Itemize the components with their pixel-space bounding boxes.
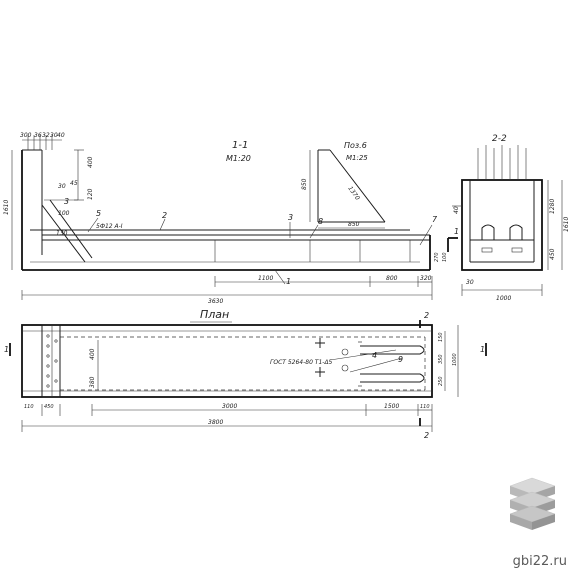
plan-dim-450: 450 [44, 404, 54, 410]
plan-pos-9: 9 [398, 355, 403, 364]
plan-view [9, 320, 487, 432]
dim-30-small: 30 [58, 183, 66, 190]
plan-dim-110-right: 110 [420, 404, 430, 410]
weld-note: 5Ф12 А-I [96, 223, 123, 230]
dim-30: 30 [50, 132, 58, 139]
section-mark-1-top: 1 [454, 227, 459, 236]
dim-120: 120 [87, 188, 94, 200]
dim-300: 300 [20, 132, 32, 139]
dim-1000-s2: 1000 [496, 295, 511, 302]
dim-850-horiz: 850 [348, 221, 360, 228]
dim-450-s2: 450 [549, 248, 556, 260]
pos-3-left: 3 [64, 197, 69, 206]
dim-3630: 3630 [208, 298, 223, 305]
dim-1100: 1100 [258, 275, 273, 282]
plan-section-mark-2-bottom: 2 [424, 431, 429, 440]
pos-5: 5 [96, 209, 101, 218]
plan-dim-110-left: 110 [24, 404, 34, 410]
dim-40: 40 [57, 132, 65, 139]
dim-130: 130 [56, 230, 68, 237]
plan-dim-350: 350 [438, 354, 444, 364]
dim-1610: 1610 [3, 200, 10, 215]
plan-section-mark-1-left: 1 [4, 345, 9, 354]
plan-dim-1000: 1000 [452, 353, 458, 366]
pos-6-title: Поз.6 [344, 141, 367, 150]
dim-45: 45 [70, 180, 78, 187]
plan-section-mark-2-top: 2 [424, 311, 429, 320]
plan-dim-400: 400 [89, 348, 96, 360]
section-1-1-scale: М1:20 [226, 154, 251, 163]
dim-40-s2: 40 [453, 206, 460, 214]
section-2-2-view [452, 145, 563, 296]
dim-800: 800 [386, 275, 398, 282]
pos-1: 1 [286, 277, 291, 286]
section-2-2-title: 2-2 [492, 134, 507, 144]
dim-100-right: 100 [442, 252, 448, 262]
dim-100: 100 [58, 210, 70, 217]
plan-dim-3000: 3000 [222, 403, 237, 410]
section-1-1-title: 1-1 [232, 140, 248, 151]
section-1-1-view [11, 135, 433, 300]
plan-pos-4: 4 [372, 351, 377, 360]
dim-270: 270 [434, 252, 440, 262]
pos-7: 7 [432, 215, 438, 224]
pos-3: 3 [288, 213, 293, 222]
dim-850-vert: 850 [301, 178, 308, 190]
dim-400: 400 [87, 156, 94, 168]
plan-dim-250: 250 [438, 376, 444, 386]
plan-dim-380: 380 [89, 376, 96, 388]
plan-dim-1500: 1500 [384, 403, 399, 410]
dim-320: 320 [420, 275, 432, 282]
pos-2: 2 [162, 211, 167, 220]
dim-32: 32 [42, 132, 50, 139]
plan-dim-150: 150 [438, 332, 444, 342]
pos-6-scale: М1:25 [346, 154, 368, 162]
gost-note: ГОСТ 5264-80 Т1-Δ5 [270, 359, 333, 366]
plan-title: План [200, 308, 229, 321]
pos-6-detail [309, 149, 386, 229]
dim-1610-s2: 1610 [563, 217, 570, 232]
dim-36: 36 [34, 132, 42, 139]
dim-1280: 1280 [549, 199, 556, 214]
dim-30-s2: 30 [466, 279, 474, 286]
plan-section-mark-1-right: 1 [480, 345, 485, 354]
site-watermark: gbi22.ru [512, 554, 567, 569]
cube-logo-icon [509, 477, 556, 530]
plan-dim-3800: 3800 [208, 419, 223, 426]
